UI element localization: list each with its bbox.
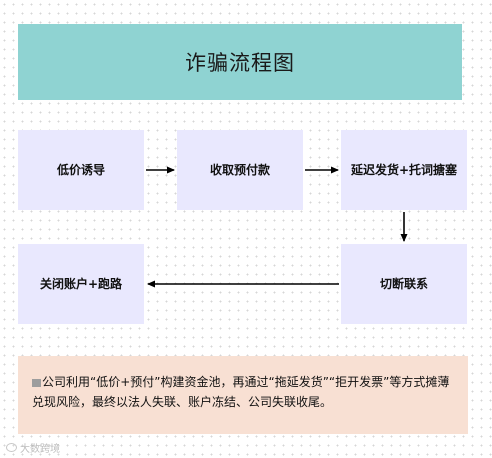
step-delay-shipment: 延迟发货+托词搪塞 [341, 130, 467, 210]
title-banner: 诈骗流程图 [18, 24, 462, 100]
step-label: 切断联系 [379, 276, 428, 291]
diagram-title: 诈骗流程图 [185, 51, 295, 75]
note-bullet-icon [32, 379, 41, 387]
summary-note-text: 公司利用“低价+预付”构建资金池，再通过“拖延发货”“拒开发票”等方式摊薄兑现风… [32, 375, 450, 409]
step-close-account-flee: 关闭账户+跑路 [18, 244, 144, 324]
step-collect-prepayment: 收取预付款 [177, 130, 303, 210]
step-cut-contact: 切断联系 [341, 244, 467, 324]
step-low-price-lure: 低价诱导 [18, 130, 144, 210]
watermark-text: 大数跨境 [20, 444, 60, 455]
step-label: 延迟发货+托词搪塞 [350, 162, 458, 177]
step-label: 收取预付款 [209, 162, 270, 177]
step-label: 低价诱导 [56, 162, 105, 177]
watermark-logo-icon [6, 443, 17, 452]
step-label: 关闭账户+跑路 [39, 276, 123, 291]
watermark: 大数跨境 [6, 440, 60, 455]
summary-note: 公司利用“低价+预付”构建资金池，再通过“拖延发货”“拒开发票”等方式摊薄兑现风… [18, 356, 468, 434]
